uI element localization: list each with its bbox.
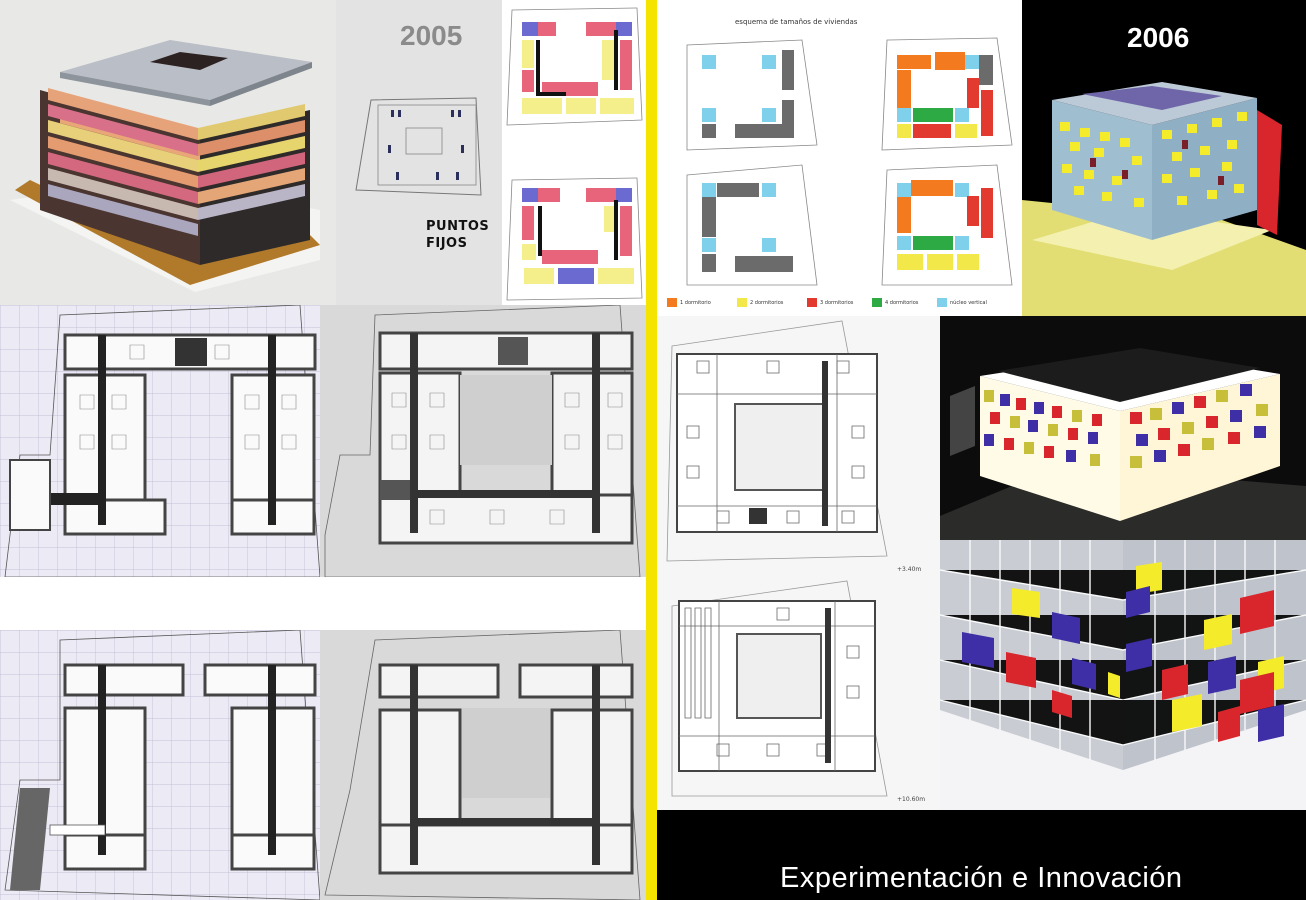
schematic-4 <box>881 164 1013 286</box>
year-2006-label: 2006 <box>1127 22 1190 53</box>
legend-swatch <box>872 298 882 307</box>
puntos-label: PUNTOS <box>426 219 490 234</box>
legend-item-5: núcleo vertical <box>937 298 987 307</box>
legend-label: 3 dormitorios <box>820 299 854 306</box>
legend-item-2: 2 dormitorios <box>737 298 783 307</box>
model-photo-2005 <box>0 0 336 305</box>
level-label-upper: +3.40m <box>897 566 922 573</box>
legend-label: 4 dormitorios <box>885 299 919 306</box>
fixed-points-panel: 2005 PUNTOS FIJOS <box>336 0 502 305</box>
footer-band: Experimentación e Innovación <box>657 810 1306 900</box>
plan-gap <box>0 577 646 630</box>
schematic-3 <box>686 164 818 286</box>
render-2006-night <box>940 316 1306 540</box>
night-facade-panels <box>984 384 1268 468</box>
level-label-lower: +10.60m <box>897 796 926 803</box>
render-2006-courtyard <box>940 540 1306 810</box>
color-diagrams-2005 <box>502 0 646 305</box>
legend-label: 1 dormitorio <box>680 299 711 306</box>
floor-plan-2006-lower <box>671 580 888 797</box>
footer-title: Experimentación e Innovación <box>780 862 1183 894</box>
year-2005-label: 2005 <box>400 20 463 51</box>
legend-swatch <box>807 298 817 307</box>
legend-item-1: 1 dormitorio <box>667 298 711 307</box>
floor-plan-2005-a <box>0 305 320 577</box>
legend-item-4: 4 dormitorios <box>872 298 918 307</box>
legend-label: 2 dormitorios <box>750 299 784 306</box>
floor-plan-2005-d <box>320 630 646 900</box>
schematic-1 <box>686 39 818 151</box>
render-2006-day: 2006 <box>1022 0 1306 316</box>
fijos-label: FIJOS <box>426 236 468 251</box>
legend-item-3: 3 dormitorios <box>807 298 853 307</box>
puntos-fijos-label: PUNTOS FIJOS <box>426 218 489 252</box>
floor-plan-2005-b <box>320 305 646 577</box>
legend-swatch <box>667 298 677 307</box>
legend-swatch <box>737 298 747 307</box>
color-diagram-top <box>506 7 643 126</box>
floor-plan-2005-c <box>0 630 320 900</box>
yellow-divider <box>646 0 657 900</box>
floor-plan-2006-upper <box>666 320 888 562</box>
schematic-2 <box>881 37 1013 151</box>
floor-plans-2006: +3.40m +10.60m <box>657 316 940 810</box>
schematics-2006: esquema de tamaños de viviendas <box>657 0 1022 316</box>
legend-swatch <box>937 298 947 307</box>
legend-label: núcleo vertical <box>950 299 987 306</box>
schematic-title: esquema de tamaños de viviendas <box>735 18 858 26</box>
color-diagram-bottom <box>506 177 643 301</box>
